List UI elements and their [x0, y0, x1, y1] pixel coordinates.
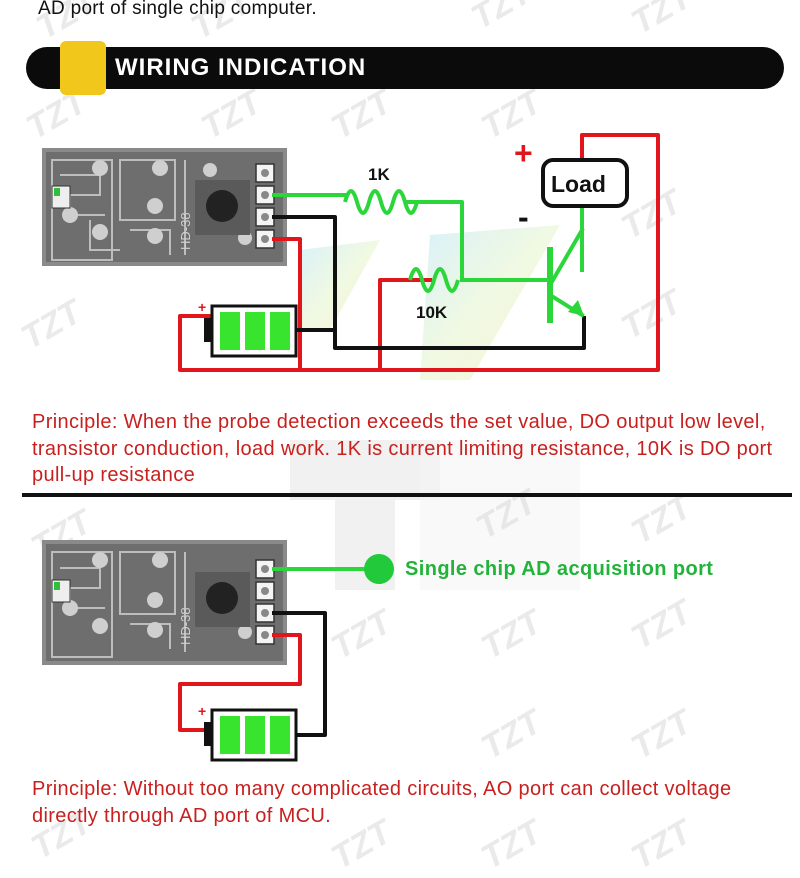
load-box: [541, 158, 629, 208]
resistor-1k-label: 1K: [368, 165, 390, 184]
watermark-text: TZT: [465, 0, 541, 37]
watermark-logo: [290, 225, 580, 590]
board-label: HD-38: [178, 212, 193, 250]
section-banner: [26, 47, 784, 89]
load-label: Load: [551, 171, 606, 197]
minus-sign: -: [518, 199, 529, 235]
ad-port-label: Single chip AD acquisition port: [405, 558, 714, 580]
red-wire-vcc: [178, 633, 302, 732]
banner-accent: [60, 41, 106, 95]
wiring-diagram-ao: HD-38 +: [42, 540, 394, 762]
sensor-module: HD-38: [42, 148, 287, 266]
battery-icon: +: [198, 299, 298, 358]
resistor-10k-label: 10K: [416, 303, 448, 322]
watermark-text: TZT: [625, 0, 701, 42]
resistor-1k: [343, 189, 419, 215]
battery-plus: +: [198, 703, 206, 719]
battery-plus: +: [198, 299, 206, 315]
wiring-diagram-do: HD-38 1K 10K Load + -: [42, 133, 660, 372]
banner-title: WIRING INDICATION: [115, 54, 367, 81]
principle-ao: Principle: Without too many complicated …: [32, 778, 732, 827]
transistor-arrow: [568, 300, 584, 316]
red-wire-vcc: [272, 237, 432, 372]
sensor-module: HD-38: [42, 540, 287, 665]
principle-do: Principle: When the probe detection exce…: [32, 411, 773, 486]
resistor-10k: [408, 267, 460, 293]
plus-sign: +: [514, 135, 533, 171]
board-label: HD-38: [178, 607, 193, 645]
red-wire-battery: [178, 314, 302, 372]
ad-port-dot: [364, 554, 394, 584]
black-wire-gnd: [272, 611, 327, 737]
black-wire-gnd: [272, 215, 586, 350]
intro-text: AD port of single chip computer.: [38, 0, 317, 19]
battery-icon: +: [198, 703, 298, 762]
red-wire-load: [378, 133, 660, 372]
section-divider: [22, 493, 792, 497]
